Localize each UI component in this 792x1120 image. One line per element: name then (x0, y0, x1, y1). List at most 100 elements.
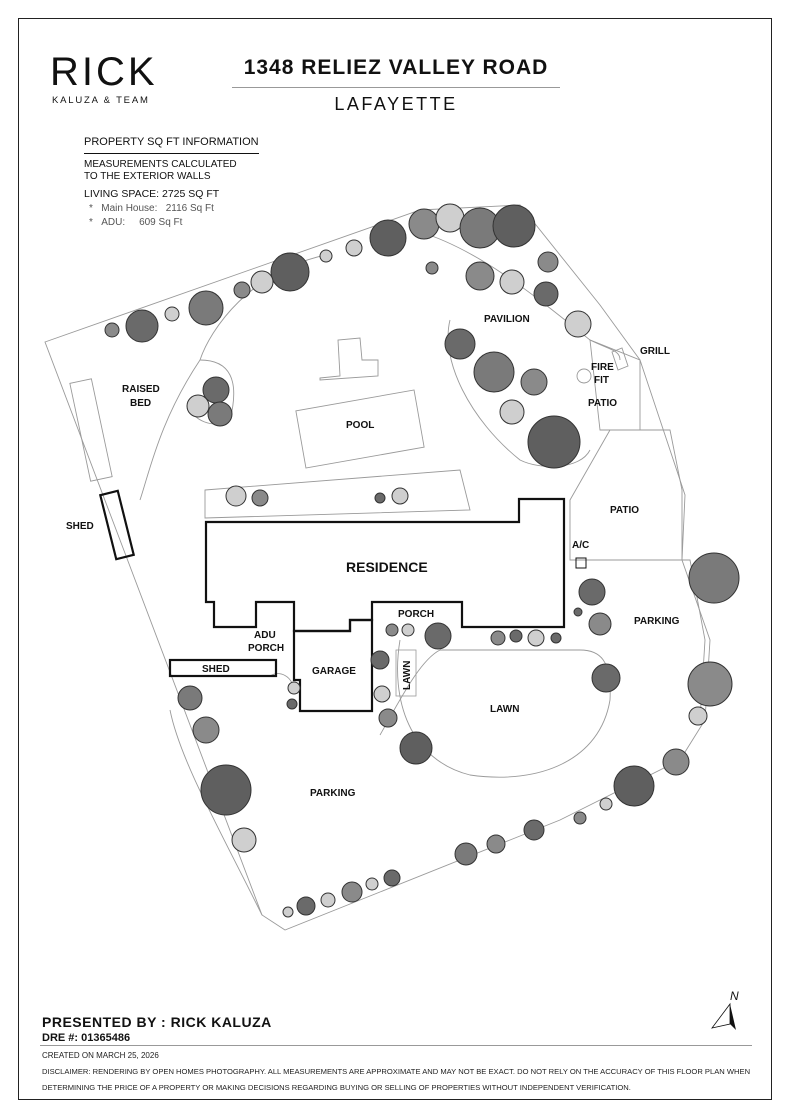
tree-icon (104, 322, 120, 338)
tree-icon (200, 764, 252, 816)
title-divider (232, 87, 560, 88)
label-ac: A/C (572, 540, 589, 551)
tree-icon (125, 309, 159, 343)
measurement-note-line2: TO THE EXTERIOR WALLS (84, 170, 211, 182)
label-grill: GRILL (640, 346, 670, 357)
tree-icon (207, 401, 233, 427)
tree-icon (527, 415, 581, 469)
tree-icon (282, 906, 294, 918)
page-frame (18, 18, 772, 1100)
tree-icon (578, 578, 606, 606)
sqft-item-value: 2116 Sq Ft (165, 202, 214, 214)
bullet: * (89, 202, 93, 214)
tree-icon (341, 881, 363, 903)
tree-icon (233, 281, 251, 299)
label-raised-bed-line2: BED (130, 398, 151, 409)
plan-labels: PAVILION GRILL FIRE FIT PATIO PATIO RAIS… (66, 314, 680, 799)
tree-icon (599, 797, 613, 811)
pool (295, 389, 425, 469)
label-pavilion: PAVILION (484, 314, 530, 325)
sqft-item-adu: * ADU: 609 Sq Ft (84, 217, 259, 230)
label-garage: GARAGE (312, 666, 356, 677)
created-date: CREATED ON MARCH 25, 2026 (42, 1051, 159, 1060)
sqft-item-label: Main House: (101, 202, 158, 214)
tree-icon (662, 748, 690, 776)
tree-icon (444, 328, 476, 360)
pool-equipment (319, 337, 379, 381)
tree-icon (320, 892, 336, 908)
tree-icon (296, 896, 316, 916)
presented-by: PRESENTED BY : RICK KALUZA (42, 1014, 272, 1030)
label-shed-lower: SHED (202, 664, 230, 675)
tree-icon (399, 731, 433, 765)
north-label: N (730, 989, 739, 1003)
property-city: LAFAYETTE (334, 94, 458, 114)
tree-icon (287, 681, 301, 695)
north-arrow-icon: N (711, 989, 739, 1030)
label-adu-porch-line2: PORCH (248, 643, 284, 654)
tree-icon (465, 261, 495, 291)
tree-icon (499, 269, 525, 295)
footer-divider (40, 1045, 752, 1046)
tree-icon (391, 487, 409, 505)
tree-icon (374, 492, 386, 504)
tree-icon (573, 811, 587, 825)
north-arrow-highlight (711, 1002, 731, 1029)
tree-icon (251, 489, 269, 507)
tree-icon (225, 485, 247, 507)
tree-icon (473, 351, 515, 393)
tree-icon (688, 552, 740, 604)
tree-icon (509, 629, 523, 643)
property-address-title: 1348 RELIEZ VALLEY ROAD (243, 56, 549, 79)
tree-icon (688, 706, 708, 726)
tree-icon (425, 261, 439, 275)
tree-icon (499, 399, 525, 425)
garage-outline (292, 618, 374, 713)
lawn-small-box (395, 649, 417, 697)
label-shed-left: SHED (66, 521, 94, 532)
sqft-info-heading: PROPERTY SQ FT INFORMATION (84, 136, 259, 154)
ac-unit (575, 557, 587, 569)
label-fire-pit-line2: FIT (594, 375, 609, 386)
grill-area (611, 347, 629, 371)
tree-icon (550, 632, 562, 644)
shed-left-outline (98, 489, 136, 561)
label-parking-lower: PARKING (310, 788, 356, 799)
sqft-item-main-house: * Main House: 2116 Sq Ft (84, 203, 259, 216)
tree-icon (520, 368, 548, 396)
tree-icon (527, 629, 545, 647)
label-patio-lower: PATIO (610, 505, 639, 516)
deck-upper (204, 469, 471, 519)
dre-number: DRE #: 01365486 (42, 1032, 131, 1044)
tree-icon (345, 239, 363, 257)
tree-icon (687, 661, 733, 707)
tree-icon (564, 310, 592, 338)
lawn-small-outline (395, 649, 417, 697)
tree-icon (454, 842, 478, 866)
raised-bed (69, 378, 113, 482)
measurement-note-line1: MEASUREMENTS CALCULATED (84, 158, 237, 170)
living-space-total: LIVING SPACE: 2725 SQ FT (84, 187, 220, 200)
plan-thick-lines (98, 489, 566, 713)
tree-icon (613, 765, 655, 807)
tree-icon (385, 623, 399, 637)
brand-logo: RICK (50, 50, 158, 94)
tree-icon (270, 252, 310, 292)
tree-icon (588, 612, 612, 636)
tree-icon (192, 716, 220, 744)
tree-icon (523, 819, 545, 841)
fire-pit (576, 368, 592, 384)
tree-icon (250, 270, 274, 294)
tree-icon (231, 827, 257, 853)
tree-icon (533, 281, 559, 307)
label-raised-bed-line1: RAISED (122, 384, 160, 395)
tree-icon (378, 708, 398, 728)
tree-icon (573, 607, 583, 617)
tree-icon (164, 306, 180, 322)
tree-icon (373, 685, 391, 703)
tree-icon (186, 394, 210, 418)
label-adu-porch-line1: ADU (254, 630, 276, 641)
label-patio-upper: PATIO (588, 398, 617, 409)
label-fire-pit-line1: FIRE (591, 362, 614, 373)
landscape-trees (104, 203, 740, 918)
